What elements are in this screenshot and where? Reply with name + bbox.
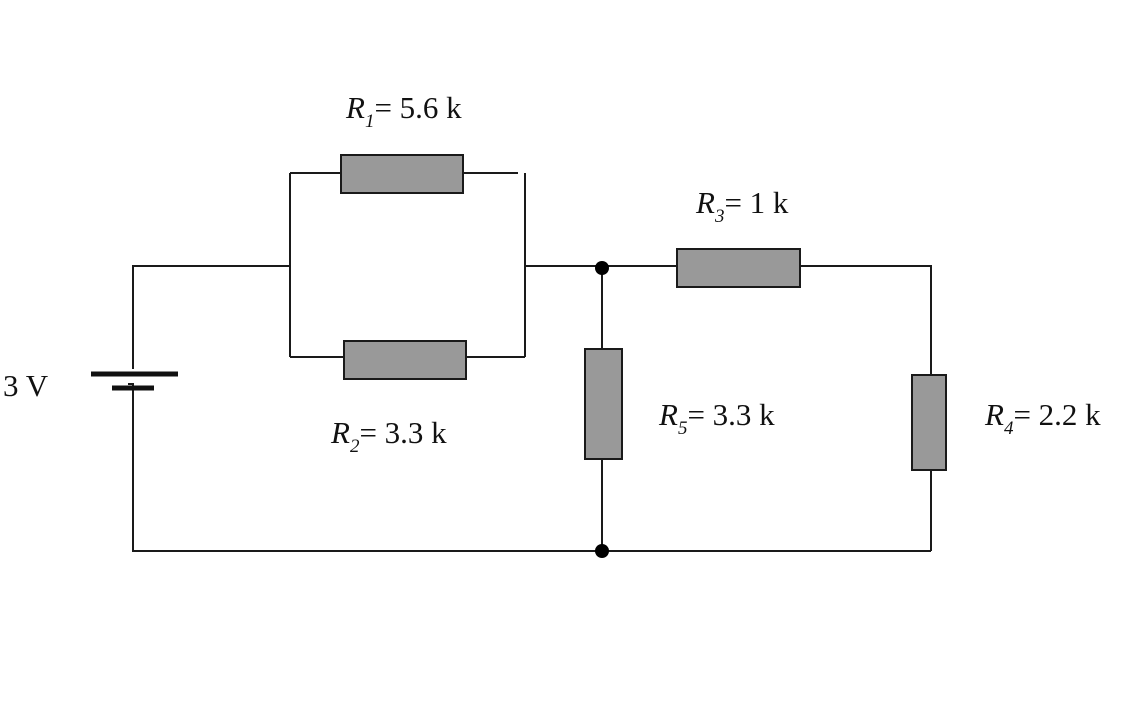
label-r4-subscript: 4 <box>1004 418 1014 439</box>
label-r3-symbol: R <box>695 185 715 220</box>
label-r1-subscript: 1 <box>365 111 375 132</box>
label-r4-value: = 2.2 k <box>1013 397 1101 432</box>
label-r2-value: = 3.3 k <box>359 415 447 450</box>
resistor-r4 <box>911 374 947 471</box>
junction-bottom <box>595 544 609 558</box>
label-r5-subscript: 5 <box>678 418 688 439</box>
wires <box>128 172 932 552</box>
label-r3-value: = 1 k <box>724 185 788 220</box>
wire-battery-bottom <box>128 383 931 552</box>
resistor-r2 <box>343 340 467 380</box>
label-r3: R3= 1 k <box>695 185 789 227</box>
label-r1-symbol: R <box>345 90 365 125</box>
resistor-r1 <box>340 154 464 194</box>
battery-symbol <box>91 371 178 391</box>
label-r1-value: = 5.6 k <box>374 90 462 125</box>
label-r5-value: = 3.3 k <box>687 397 775 432</box>
resistor-r5 <box>584 348 623 460</box>
label-r2-subscript: 2 <box>350 436 360 457</box>
label-r3-subscript: 3 <box>714 206 725 227</box>
junction-top <box>595 261 609 275</box>
label-r5-symbol: R <box>658 397 678 432</box>
source-label: 3 V <box>3 368 49 403</box>
label-r5: R5= 3.3 k <box>658 397 775 439</box>
wire-battery-top <box>132 265 290 369</box>
label-r4-symbol: R <box>984 397 1004 432</box>
junctions <box>595 261 609 558</box>
label-r2: R2= 3.3 k <box>330 415 447 457</box>
label-r1: R1= 5.6 k <box>345 90 462 132</box>
label-r2-symbol: R <box>330 415 350 450</box>
resistors <box>340 154 947 471</box>
resistor-r3 <box>676 248 801 288</box>
wire-r3-r4 <box>800 265 932 375</box>
label-r4: R4= 2.2 k <box>984 397 1101 439</box>
